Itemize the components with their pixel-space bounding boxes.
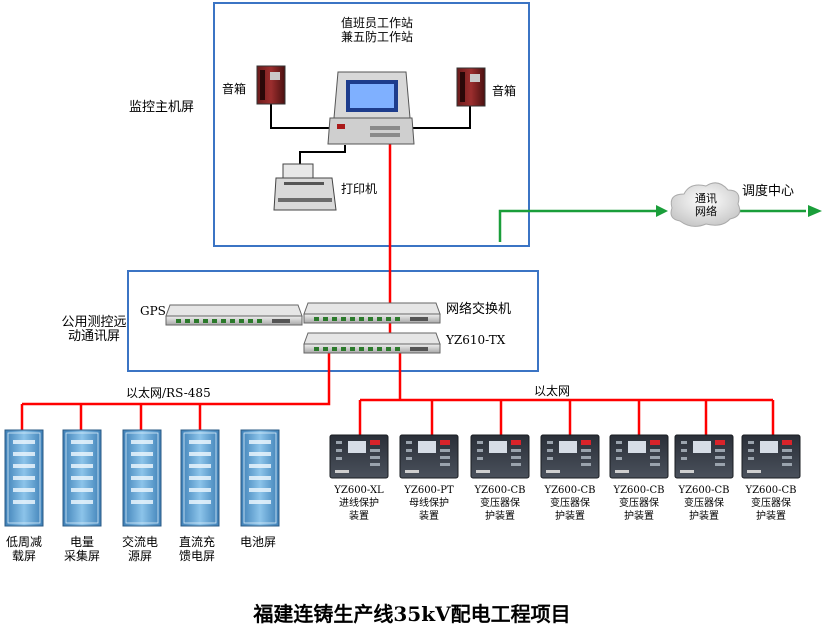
protection-device-4 (540, 434, 600, 479)
port-led (350, 317, 355, 321)
port-led (332, 317, 337, 321)
dispatch-arrow-1 (656, 205, 668, 217)
port-led (368, 317, 373, 321)
dispatch-arrow-2 (808, 205, 822, 217)
speaker-right-device (456, 67, 486, 107)
port-led (332, 347, 337, 351)
port-led (230, 319, 235, 323)
port-led (323, 317, 328, 321)
printer-label: 打印机 (341, 182, 378, 196)
protection-device-label-7: YZ600-CB 变压器保 护装置 (745, 485, 797, 522)
port-led (341, 317, 346, 321)
comm-screen-label: 公用测控远 动通讯屏 (61, 315, 127, 344)
cabinet-1 (4, 429, 44, 527)
port-led (323, 347, 328, 351)
cabinet-5 (240, 429, 280, 527)
port-panel (410, 317, 428, 321)
workstation-label: 值班员工作站 兼五防工作站 (340, 16, 413, 44)
protection-device-label-4: YZ600-CB 变压器保 护装置 (544, 485, 596, 522)
ethernet-links (20, 143, 775, 435)
protection-device-1 (329, 434, 389, 479)
network-cloud (670, 182, 741, 227)
cloud-label: 通讯 网络 (695, 192, 717, 218)
port-led (395, 347, 400, 351)
port-led (221, 319, 226, 323)
dispatch-center-label: 调度中心 (742, 184, 795, 199)
yz610-label: YZ610-TX (446, 333, 506, 347)
speaker-left-label: 音箱 (222, 82, 247, 96)
port-led (386, 347, 391, 351)
port-led (314, 347, 319, 351)
port-led (359, 317, 364, 321)
cabinet-2 (62, 429, 102, 527)
workstation-computer (327, 71, 415, 145)
cabinet-label-2: 电量 采集屏 (63, 535, 100, 563)
ethernet-label: 以太网 (534, 384, 571, 398)
comm-screen-frame (127, 270, 539, 372)
cabinet-label-3: 交流电 源屏 (121, 535, 158, 563)
cabinet-3 (122, 429, 162, 527)
port-led (194, 319, 199, 323)
port-led (395, 317, 400, 321)
speaker-right-label: 音箱 (492, 84, 517, 98)
port-led (314, 317, 319, 321)
speaker-cable-left (270, 104, 330, 129)
port-led (377, 347, 382, 351)
port-led (248, 319, 253, 323)
port-led (368, 347, 373, 351)
protection-device-label-1: YZ600-XL 进线保护 装置 (334, 485, 384, 522)
port-led (239, 319, 244, 323)
protection-device-2 (399, 434, 459, 479)
speaker-cable-right (412, 106, 471, 129)
port-led (257, 319, 262, 323)
dispatch-link (498, 209, 806, 242)
cabinet-row (4, 429, 280, 527)
host-screen-label: 监控主机屏 (129, 100, 195, 115)
port-led (203, 319, 208, 323)
protection-device-3 (470, 434, 530, 479)
port-led (377, 317, 382, 321)
protection-device-7 (741, 434, 801, 479)
port-panel (272, 319, 290, 323)
port-led (386, 317, 391, 321)
cabinet-label-5: 电池屏 (239, 535, 276, 549)
protection-device-label-3: YZ600-CB 变压器保 护装置 (474, 485, 526, 522)
host-screen-frame (213, 2, 530, 247)
network-switch-label: 网络交换机 (446, 302, 512, 317)
port-panel (410, 347, 428, 351)
cabinet-label-1: 低周减 载屏 (5, 535, 42, 563)
cabinet-label-4: 直流充 馈电屏 (178, 535, 215, 563)
speaker-left-device (256, 65, 286, 105)
printer-device (273, 163, 337, 211)
port-led (341, 347, 346, 351)
port-led (359, 347, 364, 351)
protection-device-label-6: YZ600-CB 变压器保 护装置 (678, 485, 730, 522)
switch-ports (176, 317, 428, 351)
port-led (185, 319, 190, 323)
protection-device-6 (674, 434, 734, 479)
ethernet-rs485-label: 以太网/RS-485 (126, 386, 211, 400)
protection-device-label-2: YZ600-PT 母线保护 装置 (404, 485, 454, 522)
printer-cable (299, 145, 346, 168)
diagram-title: 福建连铸生产线35kV配电工程项目 (253, 602, 571, 626)
port-led (176, 319, 181, 323)
protection-device-row (329, 434, 801, 479)
port-led (212, 319, 217, 323)
protection-device-label-5: YZ600-CB 变压器保 护装置 (613, 485, 665, 522)
protection-device-5 (609, 434, 669, 479)
port-led (350, 347, 355, 351)
cabinet-4 (180, 429, 220, 527)
gps-label: GPS (140, 304, 166, 318)
